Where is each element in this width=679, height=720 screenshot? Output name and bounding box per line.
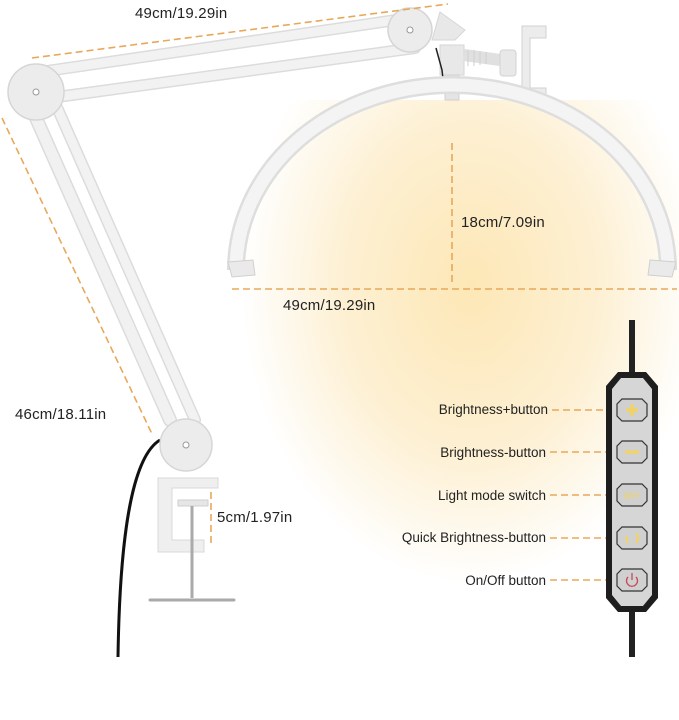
mode-icon: W/Y xyxy=(624,491,641,501)
callout-on-off: On/Off button xyxy=(465,573,546,588)
top-joint xyxy=(387,7,517,101)
dimension-lines xyxy=(1,3,677,581)
callout-brightness-minus: Brightness-button xyxy=(440,445,546,460)
desk-clamp xyxy=(148,477,236,602)
lower-arm xyxy=(21,90,201,427)
elbow-joint xyxy=(7,63,65,121)
lamp-height-dimension-label: 18cm/7.09in xyxy=(461,214,545,231)
upper-arm xyxy=(34,12,421,104)
lower-arm-dimension xyxy=(1,117,153,435)
lamp-illustration: W/Y xyxy=(1,3,677,657)
callout-quick-brightness: Quick Brightness-button xyxy=(401,530,546,545)
base-joint xyxy=(159,418,213,472)
clamp-dimension-label: 5cm/1.97in xyxy=(217,509,293,526)
brackets-icon xyxy=(625,536,629,544)
half-moon-lamp xyxy=(227,76,677,278)
inline-controller: W/Y xyxy=(606,372,658,612)
mode-key xyxy=(616,483,648,507)
power-icon xyxy=(625,573,639,587)
callout-brightness-plus: Brightness+button xyxy=(438,402,548,417)
upper-arm-dimension xyxy=(31,3,449,59)
quick-brightness-key xyxy=(616,526,648,550)
power-cable xyxy=(116,438,161,657)
lamp-width-dimension-label: 49cm/19.29in xyxy=(283,297,376,314)
lower-arm-dimension-label: 46cm/18.11in xyxy=(15,406,107,423)
callout-light-mode: Light mode switch xyxy=(437,488,546,503)
upper-arm-dimension-label: 49cm/19.29in xyxy=(135,5,228,22)
